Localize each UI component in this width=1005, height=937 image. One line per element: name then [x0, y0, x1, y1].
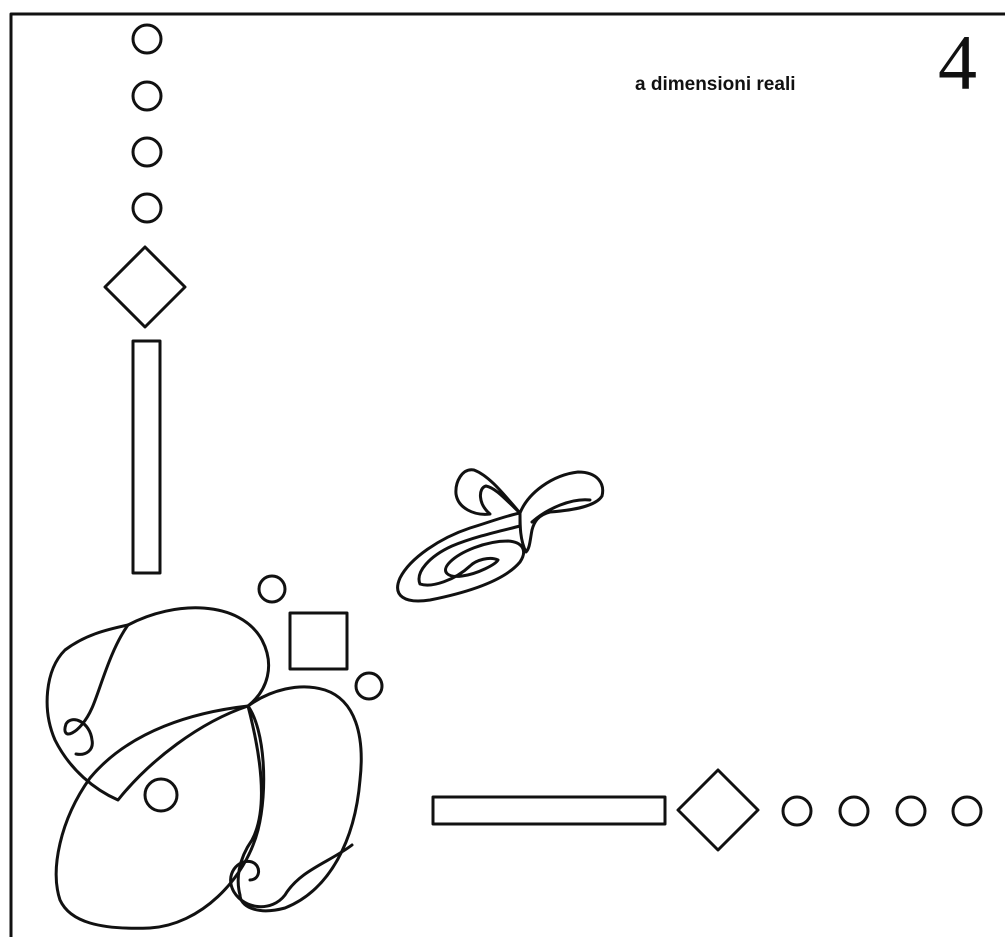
page-number: 4 [938, 19, 977, 106]
horizontal-chain [431, 768, 983, 852]
flower-lobe [54, 704, 266, 930]
swirl-shape [518, 470, 605, 554]
swirl-shape [454, 468, 522, 516]
lobe-vein [63, 623, 130, 756]
page-frame [9, 12, 1005, 937]
circle-shape [143, 777, 179, 813]
circle-shape [895, 795, 927, 827]
circle-shape [354, 671, 384, 701]
circle-shape [257, 574, 287, 604]
flower-lobe [45, 606, 271, 802]
vertical-chain [103, 23, 187, 575]
swirl-shape [530, 498, 592, 524]
swirl-motif [396, 468, 605, 603]
swirl-shape [396, 511, 525, 603]
caption-text: a dimensioni reali [635, 74, 796, 95]
lobe-vein [229, 843, 354, 909]
bar-shape [131, 339, 162, 575]
diamond-shape [103, 245, 187, 329]
flower-lobe [236, 685, 363, 913]
circle-shape [951, 795, 983, 827]
circle-shape [131, 80, 163, 112]
bar-shape [431, 795, 667, 826]
square-shape [288, 611, 349, 671]
flower-motif [45, 574, 384, 930]
circle-shape [131, 136, 163, 168]
circle-shape [131, 192, 163, 224]
circle-shape [838, 795, 870, 827]
diamond-shape [676, 768, 760, 852]
circle-shape [781, 795, 813, 827]
circle-shape [131, 23, 163, 55]
